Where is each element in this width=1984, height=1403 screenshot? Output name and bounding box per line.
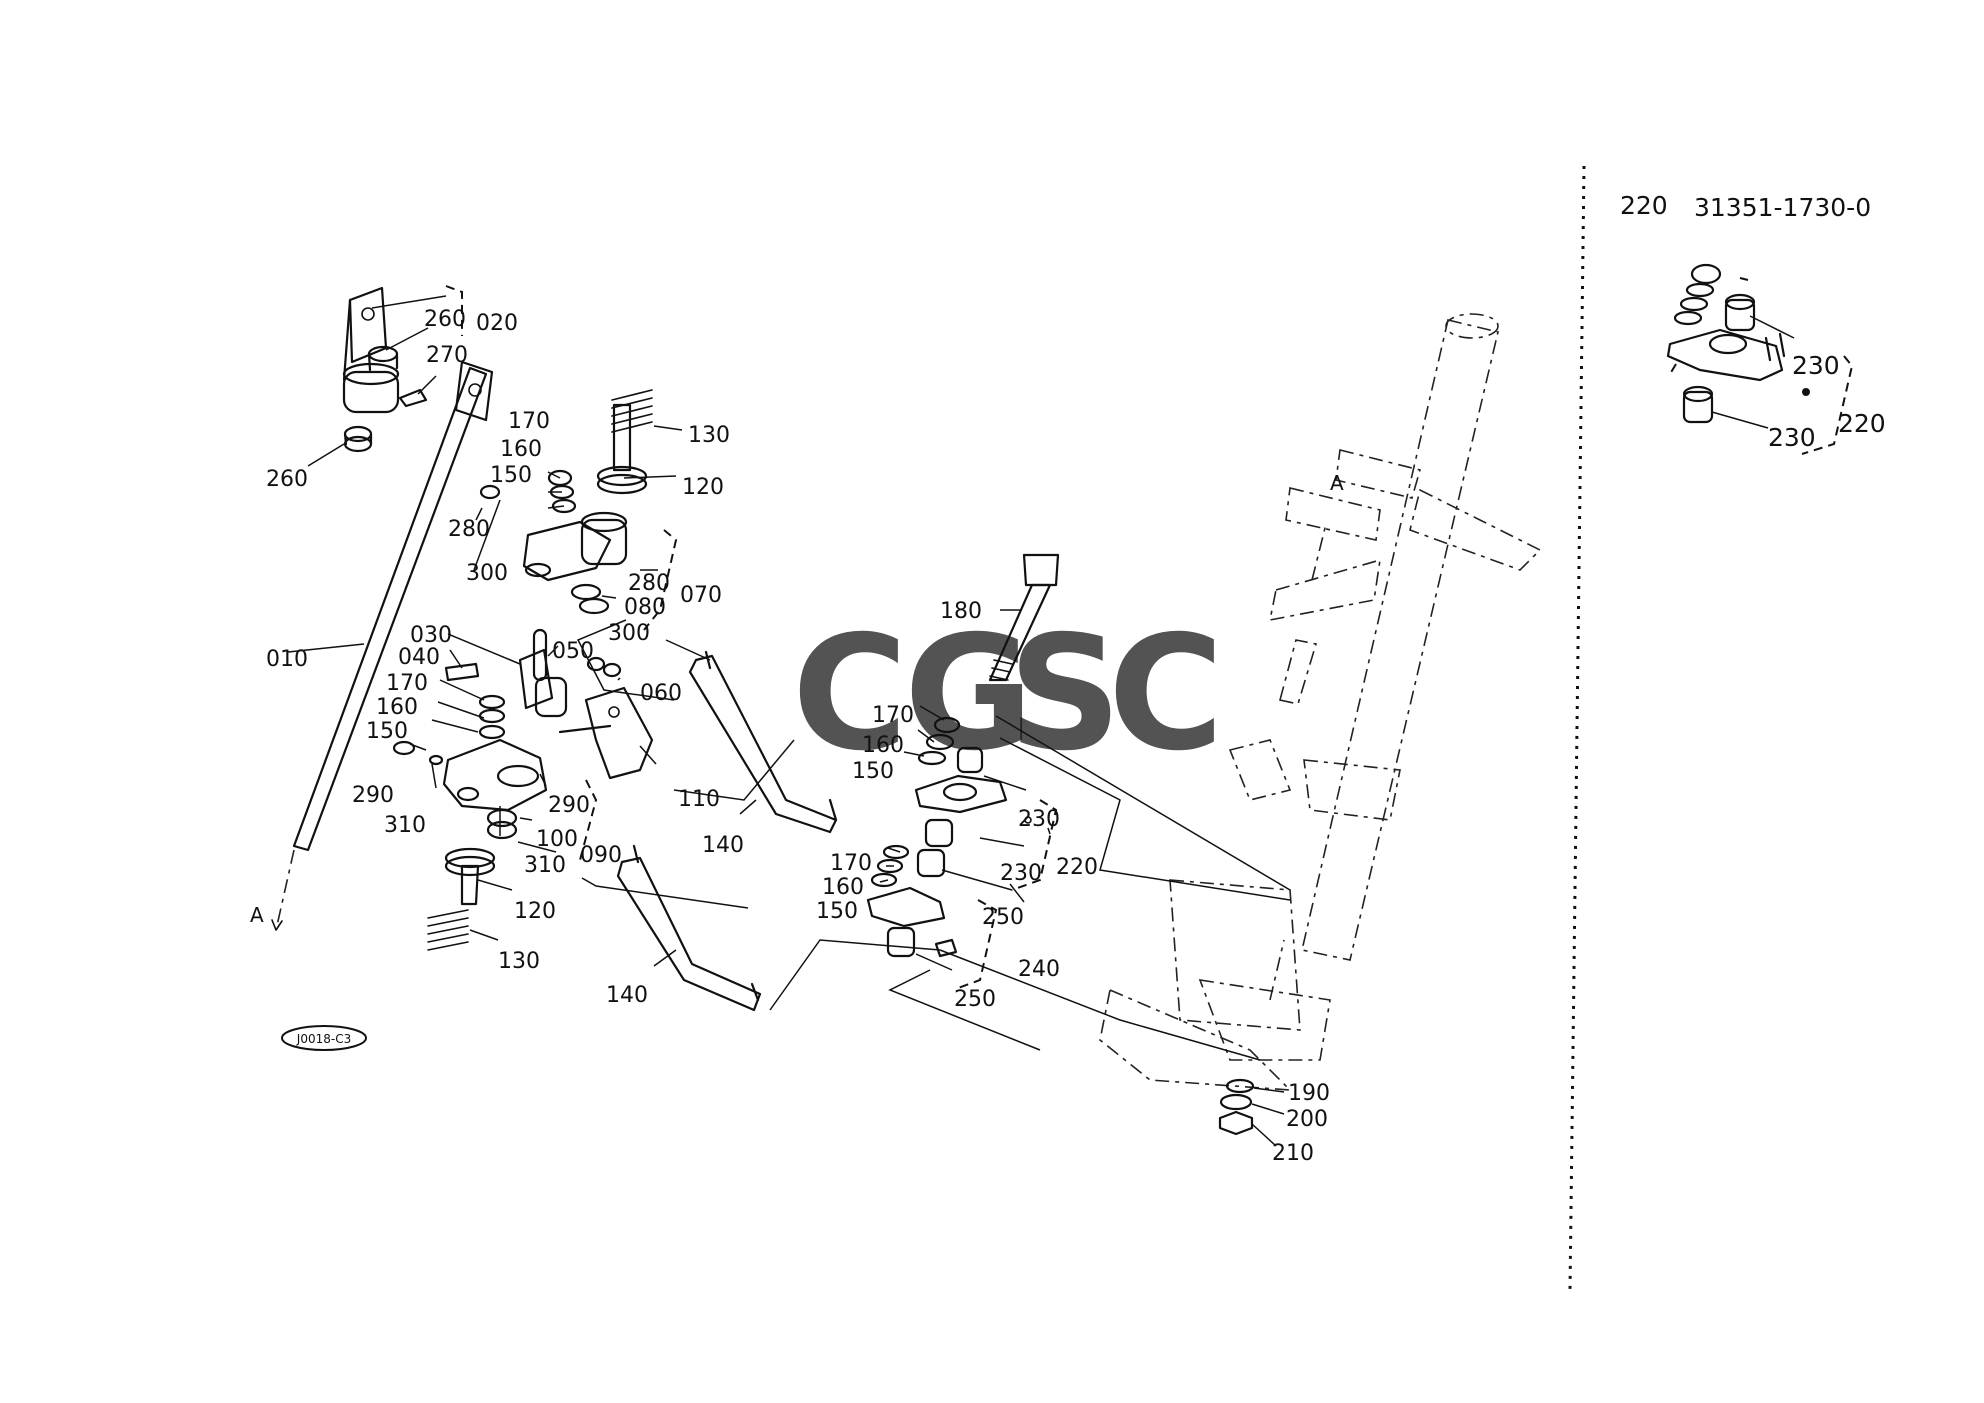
watermark-letter: G bbox=[904, 602, 1034, 786]
callout-160: 160 bbox=[862, 733, 904, 758]
callout-230: 230 bbox=[1018, 807, 1060, 832]
callout-170: 170 bbox=[508, 409, 550, 434]
callout-230: 230 bbox=[1768, 423, 1816, 452]
bracket-020 bbox=[342, 286, 428, 453]
watermark-letter: C bbox=[792, 602, 908, 786]
inset-ref-number: 220 bbox=[1620, 191, 1668, 220]
callout-230: 230 bbox=[1000, 861, 1042, 886]
view-marker-a: A bbox=[250, 903, 264, 927]
callout-130: 130 bbox=[688, 423, 730, 448]
arm-140-lower bbox=[616, 844, 762, 1012]
callout-290: 290 bbox=[548, 793, 590, 818]
lever-090 bbox=[392, 694, 548, 840]
callout-150: 150 bbox=[816, 899, 858, 924]
callout-010: 010 bbox=[266, 647, 308, 672]
callout-300: 300 bbox=[608, 621, 650, 646]
drawing-code-stamp: J0018-C3 bbox=[281, 1025, 367, 1051]
bracket-110 bbox=[558, 686, 654, 780]
callout-120: 120 bbox=[682, 475, 724, 500]
callout-100: 100 bbox=[536, 827, 578, 852]
callout-310: 310 bbox=[384, 813, 426, 838]
plate-220 bbox=[866, 716, 1032, 958]
steering-column bbox=[1099, 313, 1542, 1091]
callout-160: 160 bbox=[822, 875, 864, 900]
callout-060: 060 bbox=[640, 681, 682, 706]
callout-140: 140 bbox=[606, 983, 648, 1008]
callout-290: 290 bbox=[352, 783, 394, 808]
bolt-180 bbox=[988, 553, 1060, 682]
lever-070 bbox=[479, 469, 628, 615]
callout-200: 200 bbox=[1286, 1107, 1328, 1132]
callout-050: 050 bbox=[552, 639, 594, 664]
callout-070: 070 bbox=[680, 583, 722, 608]
cgsc-watermark: C G S C bbox=[792, 602, 1224, 786]
callout-250: 250 bbox=[954, 987, 996, 1012]
inset-part-number: 31351-1730-0 bbox=[1694, 193, 1871, 222]
page-divider bbox=[1568, 165, 1586, 1291]
callout-190: 190 bbox=[1288, 1081, 1330, 1106]
callout-040: 040 bbox=[398, 645, 440, 670]
rod-010 bbox=[271, 360, 494, 931]
callout-080: 080 bbox=[624, 595, 666, 620]
svg-text:J0018-C3: J0018-C3 bbox=[296, 1032, 351, 1046]
callout-260: 260 bbox=[424, 307, 466, 332]
callout-310: 310 bbox=[524, 853, 566, 878]
callout-270: 270 bbox=[426, 343, 468, 368]
callout-150: 150 bbox=[490, 463, 532, 488]
callout-150: 150 bbox=[366, 719, 408, 744]
callout-labels: 260 020 270 260 170 160 150 280 300 130 … bbox=[266, 307, 1886, 1166]
callout-260: 260 bbox=[266, 467, 308, 492]
spring-pin-upper bbox=[596, 389, 653, 495]
callout-120: 120 bbox=[514, 899, 556, 924]
callout-280: 280 bbox=[628, 571, 670, 596]
callout-170: 170 bbox=[830, 851, 872, 876]
watermark-letter: C bbox=[1108, 602, 1224, 786]
callout-170: 170 bbox=[386, 671, 428, 696]
callout-020: 020 bbox=[476, 311, 518, 336]
callout-150: 150 bbox=[852, 759, 894, 784]
callout-180: 180 bbox=[940, 599, 982, 624]
callout-220: 220 bbox=[1056, 855, 1098, 880]
callout-140: 140 bbox=[702, 833, 744, 858]
callout-240: 240 bbox=[1018, 957, 1060, 982]
spring-pin-lower bbox=[427, 847, 496, 951]
watermark-letter: S bbox=[1008, 602, 1122, 786]
callout-300: 300 bbox=[466, 561, 508, 586]
callout-110: 110 bbox=[678, 787, 720, 812]
callout-090: 090 bbox=[580, 843, 622, 868]
view-marker-a: A bbox=[1330, 471, 1344, 495]
callout-220: 220 bbox=[1838, 409, 1886, 438]
callout-030: 030 bbox=[410, 623, 452, 648]
callout-130: 130 bbox=[498, 949, 540, 974]
arm-140-upper bbox=[688, 650, 838, 834]
nut-stack-190-210 bbox=[1218, 1078, 1255, 1136]
callout-160: 160 bbox=[376, 695, 418, 720]
callout-210: 210 bbox=[1272, 1141, 1314, 1166]
callout-230: 230 bbox=[1792, 351, 1840, 380]
link-030 bbox=[444, 628, 622, 718]
callout-160: 160 bbox=[500, 437, 542, 462]
leader-lines bbox=[287, 277, 1854, 1147]
callout-170: 170 bbox=[872, 703, 914, 728]
callout-280: 280 bbox=[448, 517, 490, 542]
inset-assembly-220 bbox=[1666, 263, 1810, 424]
callout-250: 250 bbox=[982, 905, 1024, 930]
